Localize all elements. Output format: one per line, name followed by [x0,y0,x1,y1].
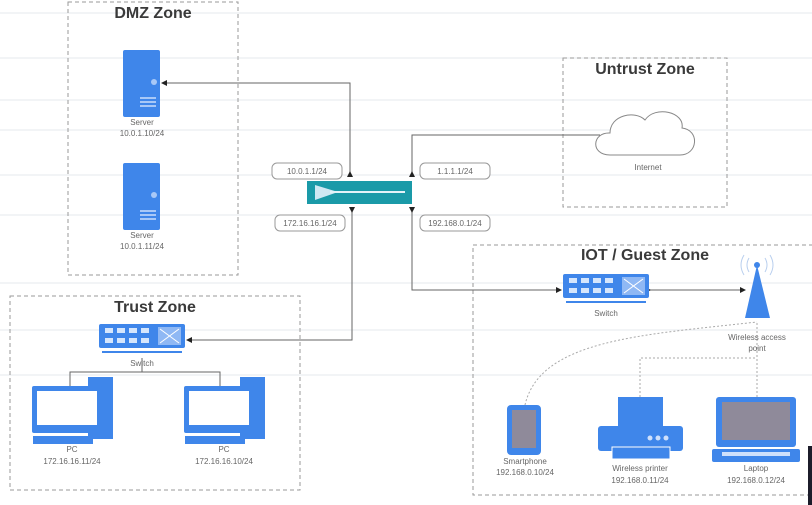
link-router-iot-switch [409,207,562,293]
interface-label-dmz: 10.0.1.1/24 [271,162,343,180]
router[interactable] [307,181,412,204]
svg-text:point: point [748,344,766,353]
svg-text:Laptop: Laptop [744,464,769,473]
svg-text:PC: PC [218,445,229,454]
svg-text:192.168.0.10/24: 192.168.0.10/24 [496,468,554,477]
cloud-icon [595,111,695,156]
link-switch-pcs [69,358,221,386]
trust-zone-title: Trust Zone [114,299,196,316]
link-router-internet [409,134,600,177]
pc-2[interactable]: PC 172.16.16.10/24 [184,377,265,466]
internet-cloud[interactable]: Internet [595,111,695,172]
smartphone[interactable]: Smartphone 192.168.0.10/24 [496,405,554,477]
wireless-printer[interactable]: Wireless printer 192.168.0.11/24 [598,397,683,485]
svg-text:10.0.1.11/24: 10.0.1.11/24 [120,242,164,251]
interface-label-iot: 192.168.0.1/24 [419,214,491,232]
link-router-trust-switch [186,207,355,343]
untrust-zone-title: Untrust Zone [595,61,695,78]
svg-text:Smartphone: Smartphone [503,457,547,466]
svg-text:10.0.1.1/24: 10.0.1.1/24 [287,167,328,176]
svg-text:192.168.0.1/24: 192.168.0.1/24 [428,219,482,228]
router-arrow-icon [315,185,338,200]
svg-text:Wireless access: Wireless access [728,333,786,342]
dmz-zone-title: DMZ Zone [114,5,191,22]
svg-text:172.16.16.11/24: 172.16.16.11/24 [43,457,101,466]
trust-switch[interactable]: Switch [99,324,185,368]
interface-label-trust: 172.16.16.1/24 [274,214,346,232]
trust-zone [9,295,301,491]
wireless-link-smartphone [524,321,758,406]
printer-icon [618,397,663,427]
iot-switch[interactable]: Switch [563,274,649,318]
server-2[interactable]: Server 10.0.1.11/24 [120,163,164,251]
svg-text:Server: Server [130,118,154,127]
svg-text:172.16.16.1/24: 172.16.16.1/24 [283,219,337,228]
svg-text:Switch: Switch [594,309,618,318]
svg-text:1.1.1.1/24: 1.1.1.1/24 [437,167,473,176]
server-icon [123,163,160,230]
svg-text:192.168.0.11/24: 192.168.0.11/24 [611,476,669,485]
interface-label-untrust: 1.1.1.1/24 [419,162,491,180]
laptop[interactable]: Laptop 192.168.0.12/24 [712,397,800,485]
untrust-zone [562,57,728,208]
pc-1[interactable]: PC 172.16.16.11/24 [32,377,113,466]
svg-text:192.168.0.12/24: 192.168.0.12/24 [727,476,785,485]
wireless-link-printer [639,357,757,397]
svg-text:Internet: Internet [634,163,662,172]
link-router-server [161,80,353,177]
svg-text:Server: Server [130,231,154,240]
svg-text:Wireless printer: Wireless printer [612,464,668,473]
iot-zone-title: IOT / Guest Zone [581,247,709,264]
iot-zone [472,244,812,496]
svg-text:PC: PC [66,445,77,454]
edge-panel [808,446,812,505]
svg-text:172.16.16.10/24: 172.16.16.10/24 [195,457,253,466]
wifi-waves-icon [740,254,774,276]
dmz-zone [67,1,239,276]
antenna-icon [745,265,770,318]
wireless-access-point[interactable]: Wireless access point [728,254,786,353]
svg-text:10.0.1.10/24: 10.0.1.10/24 [120,129,165,138]
svg-text:Switch: Switch [130,359,154,368]
server-1[interactable]: Server 10.0.1.10/24 [120,50,165,138]
server-icon [123,50,160,117]
